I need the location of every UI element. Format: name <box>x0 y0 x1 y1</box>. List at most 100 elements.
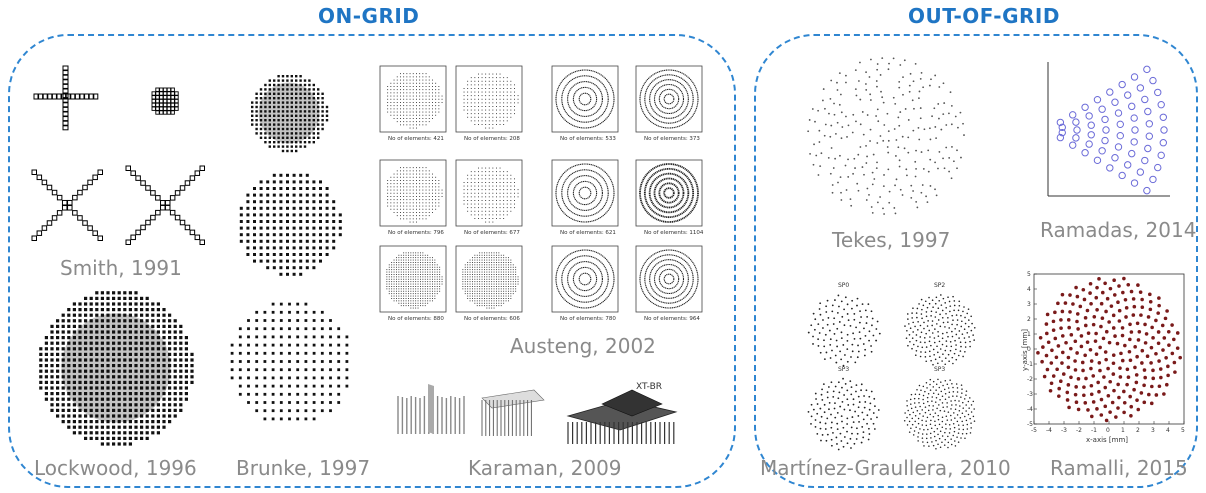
element-dot <box>312 343 316 347</box>
element-dot <box>273 110 276 113</box>
element-dot <box>868 433 871 435</box>
element-dot <box>44 336 48 340</box>
element-dot <box>89 386 93 390</box>
plot-point <box>419 82 421 84</box>
plot-point <box>484 264 485 266</box>
element-square <box>51 215 58 221</box>
plot-point <box>417 252 419 254</box>
plot-point <box>470 88 472 89</box>
plot-point <box>496 300 497 302</box>
plot-point <box>409 86 411 87</box>
plot-point <box>398 281 400 283</box>
element-dot <box>882 207 884 210</box>
element-dot <box>72 392 76 396</box>
plot-point <box>491 252 493 254</box>
plot-point <box>422 286 424 287</box>
element-square <box>125 239 131 245</box>
plot-point <box>427 300 429 302</box>
plot-point <box>463 98 465 100</box>
plot-point <box>481 259 483 261</box>
plot-point <box>508 278 509 280</box>
plot-point <box>481 182 483 183</box>
element-dot <box>1136 407 1141 412</box>
plot-point <box>492 77 494 79</box>
plot-point <box>434 269 436 271</box>
plot-point <box>403 252 405 254</box>
element-dot <box>948 112 950 115</box>
element-dot <box>937 362 939 365</box>
plot-point <box>467 200 469 201</box>
plot-point <box>406 124 408 126</box>
element-dot <box>288 319 291 322</box>
plot-point <box>422 259 424 261</box>
plot-point <box>410 276 412 278</box>
element-dot <box>887 139 890 142</box>
plot-point <box>432 95 433 97</box>
plot-point <box>488 281 490 283</box>
plot-point <box>400 300 402 302</box>
element-dot <box>965 432 968 435</box>
plot-point <box>492 73 494 75</box>
element-dot <box>951 404 953 406</box>
plot-point <box>428 118 430 119</box>
element-dot <box>246 246 250 250</box>
element-dot <box>286 127 289 131</box>
element-dot <box>305 193 309 197</box>
element-dot <box>95 414 99 418</box>
plot-point <box>514 102 515 104</box>
element-dot <box>319 233 322 237</box>
element-dot <box>190 369 194 373</box>
element-dot <box>942 353 944 355</box>
plot-point <box>499 171 501 173</box>
element-dot <box>1116 406 1120 410</box>
element-dot <box>89 341 93 345</box>
element-dot <box>312 417 316 421</box>
element-dot <box>317 127 320 131</box>
plot-point <box>479 269 481 271</box>
element-dot <box>944 380 947 382</box>
element-dot <box>264 141 267 144</box>
element-dot <box>872 334 875 337</box>
plot-point <box>435 186 437 188</box>
element-dot <box>286 101 289 104</box>
element-dot <box>273 141 276 144</box>
plot-point <box>420 259 421 261</box>
plot-point <box>422 118 424 119</box>
element-dot <box>290 136 293 139</box>
element-dot <box>303 110 307 113</box>
element-square <box>151 98 156 104</box>
element-dot <box>961 433 964 435</box>
element-dot <box>828 329 831 332</box>
element-dot <box>938 437 941 440</box>
plot-point <box>429 271 431 273</box>
element-dot <box>162 386 166 390</box>
element-dot <box>151 308 155 312</box>
element-dot <box>312 409 316 413</box>
plot-point <box>393 283 395 285</box>
element-dot <box>917 328 919 331</box>
element-dot <box>1038 336 1043 340</box>
element-dot <box>39 347 43 351</box>
plot-point <box>416 202 417 204</box>
element-dot <box>942 321 945 324</box>
element-square <box>145 219 151 226</box>
element-dot <box>50 358 54 362</box>
element-dot <box>100 313 104 317</box>
plot-point <box>478 116 479 118</box>
element-dot <box>95 330 99 334</box>
element-dot <box>295 119 298 122</box>
plot-point <box>422 283 424 285</box>
plot-point <box>428 121 430 123</box>
plot-point <box>412 295 414 297</box>
element-dot <box>845 81 847 84</box>
element-dot <box>279 401 283 404</box>
element-dot <box>251 119 254 122</box>
element-dot <box>305 206 309 210</box>
plot-point <box>428 170 430 172</box>
element-dot <box>279 187 283 190</box>
element-dot <box>1151 368 1155 373</box>
element-dot <box>296 417 300 421</box>
plot-point <box>491 281 493 283</box>
element-dot <box>838 305 840 308</box>
plot-point <box>441 278 443 280</box>
